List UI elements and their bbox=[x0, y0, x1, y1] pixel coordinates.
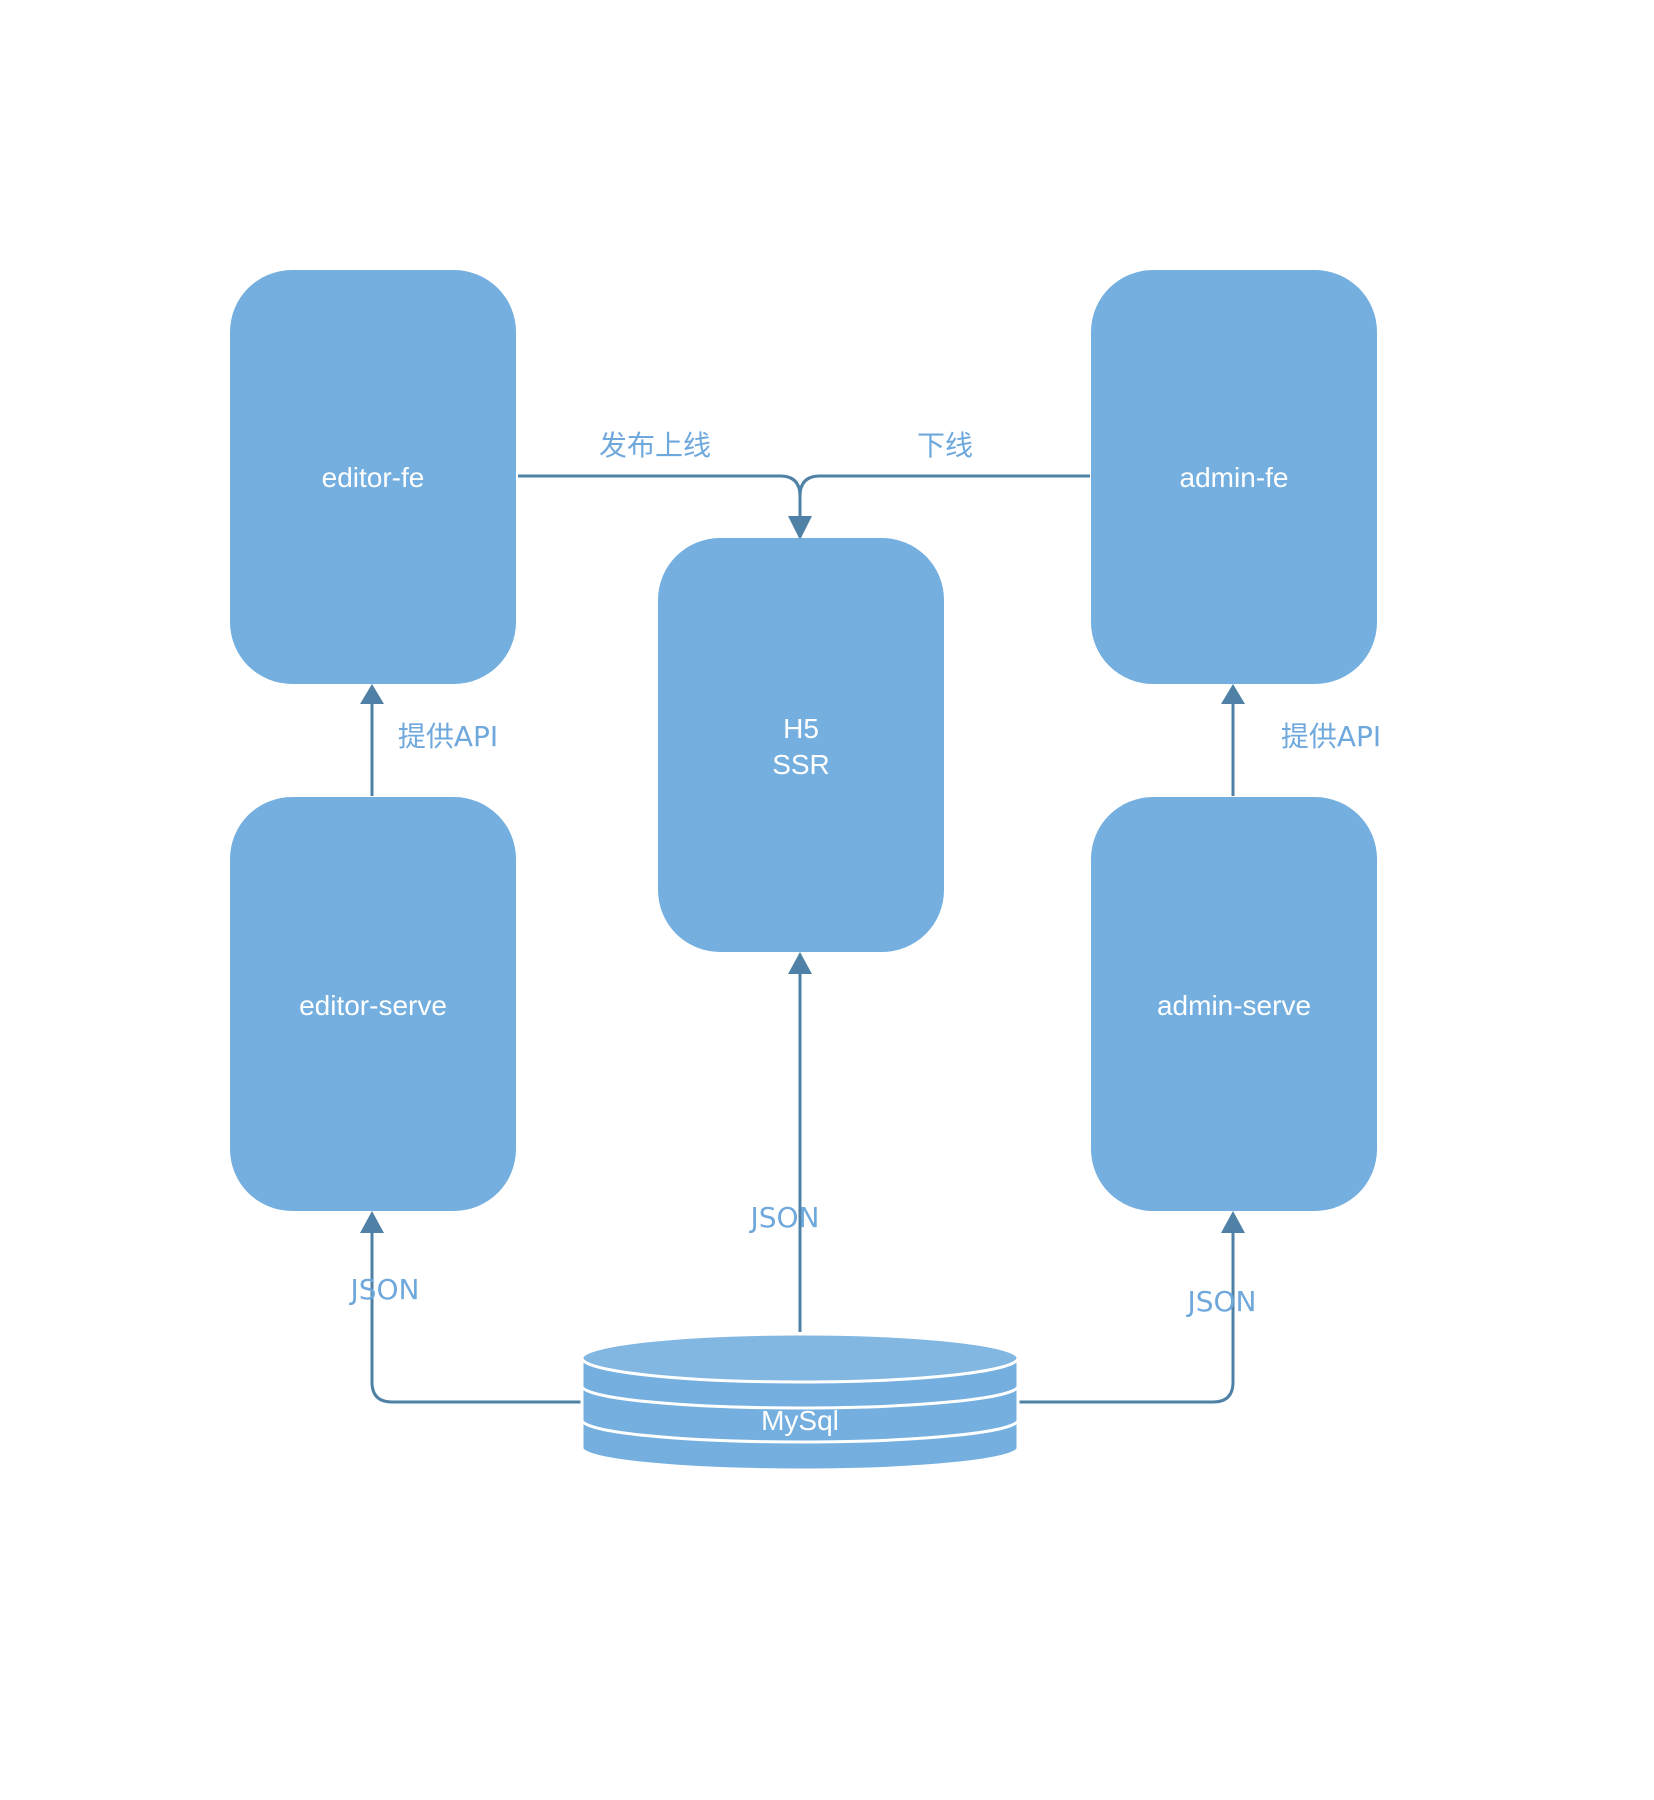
ssr-label: SSR bbox=[772, 749, 830, 780]
node-admin-serve[interactable]: admin-serve bbox=[1091, 797, 1377, 1211]
arrowhead-admin-serve-bottom bbox=[1221, 1211, 1245, 1233]
node-editor-serve[interactable]: editor-serve bbox=[230, 797, 516, 1211]
mysql-cylinder-top bbox=[580, 1332, 1020, 1384]
arrowhead-editor-serve-bottom bbox=[360, 1211, 384, 1233]
arrowhead-h5-top bbox=[788, 516, 812, 540]
node-editor-fe[interactable]: editor-fe bbox=[230, 270, 516, 684]
editor-api-edge-label: 提供API bbox=[398, 720, 498, 753]
editor-json-edge-label: JSON bbox=[348, 1273, 419, 1306]
h5-json-edge-label: JSON bbox=[748, 1201, 819, 1234]
admin-serve-box bbox=[1091, 797, 1377, 1211]
admin-fe-box bbox=[1091, 270, 1377, 684]
edge-mysql-to-admin-serve bbox=[1018, 1230, 1235, 1404]
admin-json-edge-label: JSON bbox=[1185, 1285, 1256, 1318]
editor-serve-box bbox=[230, 797, 516, 1211]
node-admin-fe[interactable]: admin-fe bbox=[1091, 270, 1377, 684]
node-mysql[interactable]: MySql bbox=[580, 1332, 1020, 1472]
admin-fe-label: admin-fe bbox=[1180, 462, 1289, 493]
mysql-label: MySql bbox=[761, 1405, 839, 1436]
arrowhead-admin-fe-bottom bbox=[1221, 684, 1245, 704]
admin-api-edge-label: 提供API bbox=[1281, 720, 1381, 753]
arrowhead-h5-bottom bbox=[788, 952, 812, 974]
editor-fe-label: editor-fe bbox=[322, 462, 425, 493]
admin-serve-label: admin-serve bbox=[1157, 990, 1311, 1021]
publish-edge-label: 发布上线 bbox=[599, 429, 711, 462]
editor-serve-label: editor-serve bbox=[299, 990, 447, 1021]
h5-label: H5 bbox=[783, 713, 819, 744]
edge-mysql-to-editor-serve bbox=[370, 1230, 582, 1404]
offline-edge-label: 下线 bbox=[917, 429, 973, 462]
mysql-cylinder-bottom bbox=[580, 1358, 1020, 1472]
node-h5-ssr[interactable]: H5 SSR bbox=[658, 538, 944, 952]
mysql-cylinder-ring-1 bbox=[580, 1385, 1020, 1410]
mysql-cylinder-ring-2 bbox=[580, 1419, 1020, 1444]
h5-ssr-box bbox=[658, 538, 944, 952]
arrowhead-editor-fe-bottom bbox=[360, 684, 384, 704]
editor-fe-box bbox=[230, 270, 516, 684]
edge-admin-fe-to-h5 bbox=[798, 474, 1090, 497]
edge-editor-fe-to-h5 bbox=[518, 474, 802, 520]
